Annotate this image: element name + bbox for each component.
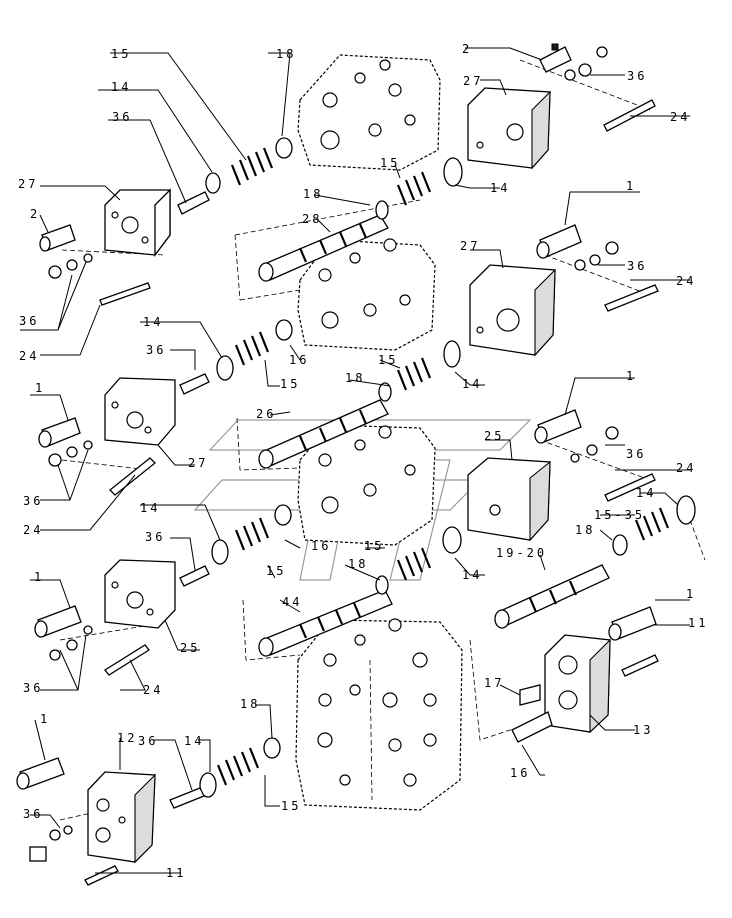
valve-section-2-body (297, 238, 436, 351)
callout-25: 25 (180, 641, 200, 655)
spring-15-35 (634, 507, 670, 541)
callout-14: 14 (184, 734, 204, 748)
callout-36: 36 (23, 681, 43, 695)
callout-24: 24 (676, 461, 696, 475)
callout-18: 18 (240, 697, 260, 711)
callout-36: 36 (627, 259, 647, 273)
callout-16: 16 (510, 766, 530, 780)
callout-15: 15 (281, 799, 301, 813)
callout-17: 17 (484, 676, 504, 690)
spool-26 (258, 399, 389, 469)
callout-2: 2 (30, 207, 40, 221)
assembly-guides (59, 59, 706, 821)
callout-13: 13 (633, 723, 653, 737)
callout-15: 15 (378, 353, 398, 367)
callout-2: 2 (462, 42, 472, 56)
callout-15: 15 (111, 47, 131, 61)
callout-27: 27 (463, 74, 483, 88)
callout-36: 36 (138, 734, 158, 748)
callout-1: 1 (626, 369, 636, 383)
callout-14: 14 (462, 377, 482, 391)
end-cover-25-left (104, 559, 176, 629)
callout-36: 36 (23, 494, 43, 508)
valve-section-bottom-body (295, 618, 463, 811)
callout-26: 26 (256, 407, 276, 421)
callout-36: 36 (112, 110, 132, 124)
pistons (169, 191, 210, 809)
callout-11: 11 (688, 616, 708, 630)
callout-19-20: 19-20 (496, 546, 547, 560)
callout-44: 44 (282, 595, 302, 609)
callout-24: 24 (23, 523, 43, 537)
end-cover-12 (87, 771, 156, 864)
callout-11: 11 (166, 866, 186, 880)
callout-15: 15 (266, 564, 286, 578)
callout-14: 14 (636, 486, 656, 500)
callout-36: 36 (23, 807, 43, 821)
callout-27: 27 (460, 239, 480, 253)
spring-15-upper (396, 171, 432, 206)
callout-18: 18 (345, 371, 365, 385)
callout-14: 14 (490, 181, 510, 195)
bolts (84, 99, 659, 886)
callout-1: 1 (35, 381, 45, 395)
callout-15: 15 (280, 377, 300, 391)
callout-14: 14 (462, 568, 482, 582)
end-cover-27-mid-right (469, 264, 556, 357)
callout-15: 15 (364, 539, 384, 553)
end-cover-25-right (467, 457, 551, 542)
spring-15-bottom (216, 747, 260, 786)
callout-14: 14 (140, 501, 160, 515)
callout-18: 18 (575, 523, 595, 537)
valve-section-top-body (297, 54, 441, 171)
callout-16: 16 (311, 539, 331, 553)
spring-15-lower-right (396, 547, 432, 581)
callout-1: 1 (626, 179, 636, 193)
callout-28: 28 (302, 212, 322, 226)
callout-36: 36 (19, 314, 39, 328)
callout-14: 14 (111, 80, 131, 94)
callout-15-35: 15-35 (594, 508, 645, 522)
callout-36: 36 (627, 69, 647, 83)
callout-36: 36 (146, 343, 166, 357)
spring-15-mid-right (396, 357, 432, 391)
callout-1: 1 (686, 587, 696, 601)
callout-16: 16 (289, 353, 309, 367)
callout-27: 27 (18, 177, 38, 191)
callout-1: 1 (34, 570, 44, 584)
cartridges (16, 43, 657, 790)
callout-14: 14 (143, 315, 163, 329)
callout-labels: 15 18 2 14 36 27 36 24 27 15 14 18 2 28 … (18, 42, 708, 880)
spool-44 (258, 589, 393, 657)
seals (199, 137, 696, 798)
spring-15-mid (234, 331, 270, 366)
callout-12: 12 (117, 731, 137, 745)
spring-15-top (230, 147, 274, 186)
callout-27: 27 (188, 456, 208, 470)
callout-24: 24 (143, 683, 163, 697)
spool-19-20 (494, 564, 610, 629)
spool-28 (258, 214, 389, 282)
callout-18: 18 (303, 187, 323, 201)
callout-18: 18 (276, 47, 296, 61)
callout-18: 18 (348, 557, 368, 571)
small-rings (29, 46, 619, 862)
callout-24: 24 (670, 110, 690, 124)
callout-24: 24 (676, 274, 696, 288)
end-cover-13 (544, 634, 611, 734)
callout-1: 1 (40, 712, 50, 726)
spring-15-lower (234, 517, 270, 551)
end-cover-27-left (104, 188, 171, 257)
callout-36: 36 (145, 530, 165, 544)
end-cover-27-left-mid (104, 377, 176, 446)
callout-36: 36 (626, 447, 646, 461)
end-cover-27-top-right (467, 87, 551, 170)
callout-15: 15 (380, 156, 400, 170)
callout-25: 25 (484, 429, 504, 443)
callout-24: 24 (19, 349, 39, 363)
leader-lines (20, 47, 690, 874)
